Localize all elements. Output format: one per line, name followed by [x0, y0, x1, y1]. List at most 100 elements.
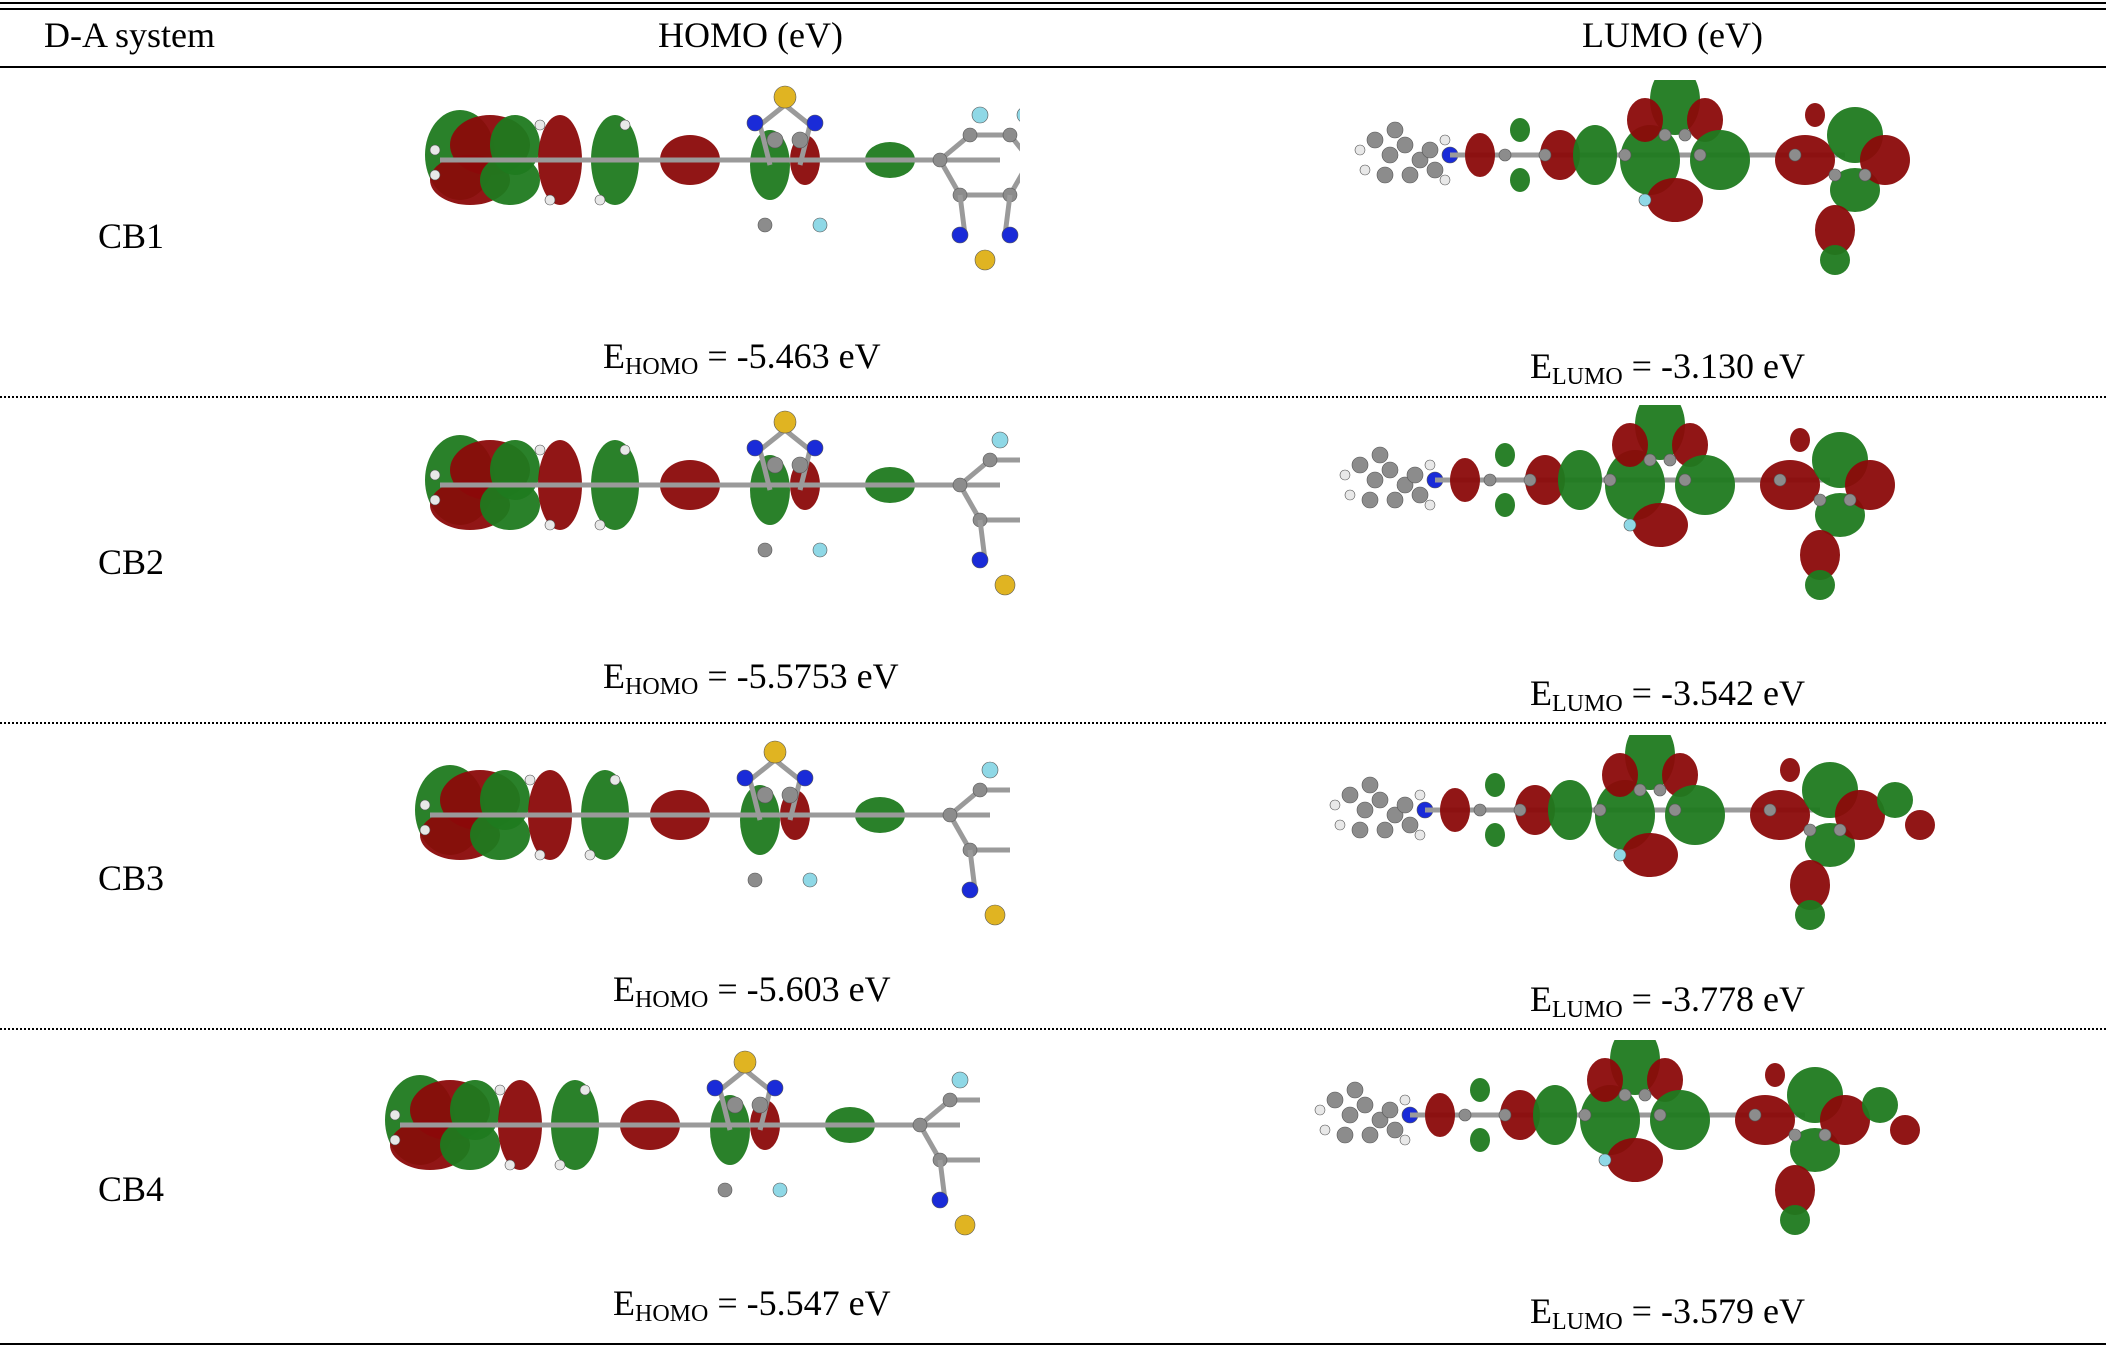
- carbon-atom: [1773, 473, 1787, 487]
- bond: [747, 779, 763, 821]
- homo-energy: EHOMO = -5.603 eV: [613, 968, 891, 1014]
- hydrogen-atom: [429, 494, 441, 506]
- hydrogen-atom: [504, 1159, 516, 1171]
- nitrogen-atom: [961, 881, 979, 899]
- orbital-lobe-positive: [1525, 455, 1565, 505]
- carbon-atom: [1843, 493, 1857, 507]
- hydrogen-atom: [429, 469, 441, 481]
- carbon-atom: [1371, 791, 1389, 809]
- hydrogen-atom: [429, 144, 441, 156]
- hydrogen-atom: [1424, 459, 1436, 471]
- carbon-atom: [1366, 471, 1384, 489]
- carbon-atom: [1361, 776, 1379, 794]
- header-rule: [0, 66, 2106, 68]
- orbital-lobe-positive: [1465, 133, 1495, 177]
- energy-value: = -5.603 eV: [708, 969, 891, 1009]
- sulfur-atom: [954, 1214, 976, 1236]
- carbon-atom: [912, 1117, 928, 1133]
- bond: [783, 103, 812, 127]
- orbital-lobe-positive: [1500, 1090, 1540, 1140]
- hydrogen-atom: [1439, 174, 1451, 186]
- sulfur-atom: [974, 249, 996, 271]
- energy-symbol: E: [1530, 673, 1552, 713]
- lumo-energy: ELUMO = -3.130 eV: [1530, 345, 1805, 391]
- carbon-atom: [1356, 801, 1374, 819]
- carbon-atom: [1336, 1126, 1354, 1144]
- sulfur-atom: [733, 1050, 757, 1074]
- orbital-lobe-positive: [1860, 135, 1910, 185]
- hydrogen-atom: [1319, 1124, 1331, 1136]
- carbon-atom: [1458, 1108, 1472, 1122]
- orbital-lobe-negative: [1675, 455, 1735, 515]
- orbital-lobe-positive: [1607, 1138, 1663, 1182]
- fluorine-atom: [981, 761, 999, 779]
- orbital-lobe-negative: [480, 770, 530, 830]
- energy-value: = -5.547 eV: [708, 1283, 891, 1323]
- orbital-lobe-negative: [1510, 118, 1530, 142]
- carbon-atom: [1678, 473, 1692, 487]
- carbon-atom: [1421, 141, 1439, 159]
- orbital-lobe-negative: [1805, 570, 1835, 600]
- orbital-lobe-negative: [1605, 450, 1665, 520]
- energy-symbol: E: [613, 1283, 635, 1323]
- orbital-lobe-negative: [1665, 785, 1725, 845]
- carbon-atom: [1618, 1088, 1632, 1102]
- energy-value: = -3.542 eV: [1622, 673, 1805, 713]
- carbon-atom: [1406, 466, 1424, 484]
- orbital-lobe-negative: [450, 1080, 500, 1140]
- orbital-lobe-positive: [1790, 860, 1830, 910]
- carbon-atom: [756, 786, 774, 804]
- hydrogen-atom: [429, 169, 441, 181]
- energy-symbol: E: [603, 336, 625, 376]
- bond: [783, 428, 812, 452]
- fluorine-atom: [772, 1182, 788, 1198]
- nitrogen-atom: [1001, 226, 1019, 244]
- orbital-lobe-positive: [1632, 503, 1688, 547]
- hydrogen-atom: [1359, 164, 1371, 176]
- system-name: CB3: [98, 858, 165, 898]
- carbon-atom: [1381, 461, 1399, 479]
- carbon-atom: [1356, 1096, 1374, 1114]
- carbon-atom: [1658, 128, 1672, 142]
- energy-subscript: HOMO: [635, 987, 709, 1013]
- carbon-atom: [781, 786, 799, 804]
- row-divider-3: [0, 1028, 2106, 1030]
- carbon-atom: [1803, 823, 1817, 837]
- orbital-lobe-positive: [1800, 530, 1840, 580]
- system-name: CB1: [98, 216, 165, 256]
- carbon-atom: [1426, 161, 1444, 179]
- carbon-atom: [1396, 136, 1414, 154]
- carbon-atom: [1411, 486, 1429, 504]
- carbon-atom: [1498, 1108, 1512, 1122]
- hydrogen-atom: [494, 1084, 506, 1096]
- carbon-atom: [1386, 121, 1404, 139]
- orbital-lobe-negative: [1495, 493, 1515, 517]
- orbital-lobe-positive: [1627, 98, 1663, 142]
- hydrogen-atom: [534, 849, 546, 861]
- homo-energy: EHOMO = -5.547 eV: [613, 1282, 891, 1328]
- orbital-lobe-negative: [490, 440, 540, 500]
- homo-energy: EHOMO = -5.463 eV: [603, 335, 881, 381]
- carbon-atom: [1002, 127, 1018, 143]
- carbon-atom: [952, 477, 968, 493]
- hydrogen-atom: [389, 1109, 401, 1121]
- carbon-atom: [1643, 453, 1657, 467]
- fluorine-atom: [1638, 193, 1652, 207]
- fluorine-atom: [1016, 108, 1020, 122]
- orbital-lobe-positive: [1760, 460, 1820, 510]
- carbon-atom: [1401, 816, 1419, 834]
- orbital-lobe-positive: [1805, 103, 1825, 127]
- hydrogen-atom: [1339, 469, 1351, 481]
- carbon-atom: [982, 452, 998, 468]
- bond: [773, 758, 802, 782]
- orbital-lobe-negative: [1580, 1085, 1640, 1155]
- orbital-lobe-positive: [1440, 788, 1470, 832]
- carbon-atom: [1653, 783, 1667, 797]
- orbital-lobe-negative: [1510, 168, 1530, 192]
- fluorine-atom: [991, 431, 1009, 449]
- carbon-atom: [1473, 803, 1487, 817]
- bond: [743, 1068, 772, 1092]
- nitrogen-atom: [796, 769, 814, 787]
- nitrogen-atom: [931, 1191, 949, 1209]
- orbital-lobe-negative: [1877, 782, 1913, 818]
